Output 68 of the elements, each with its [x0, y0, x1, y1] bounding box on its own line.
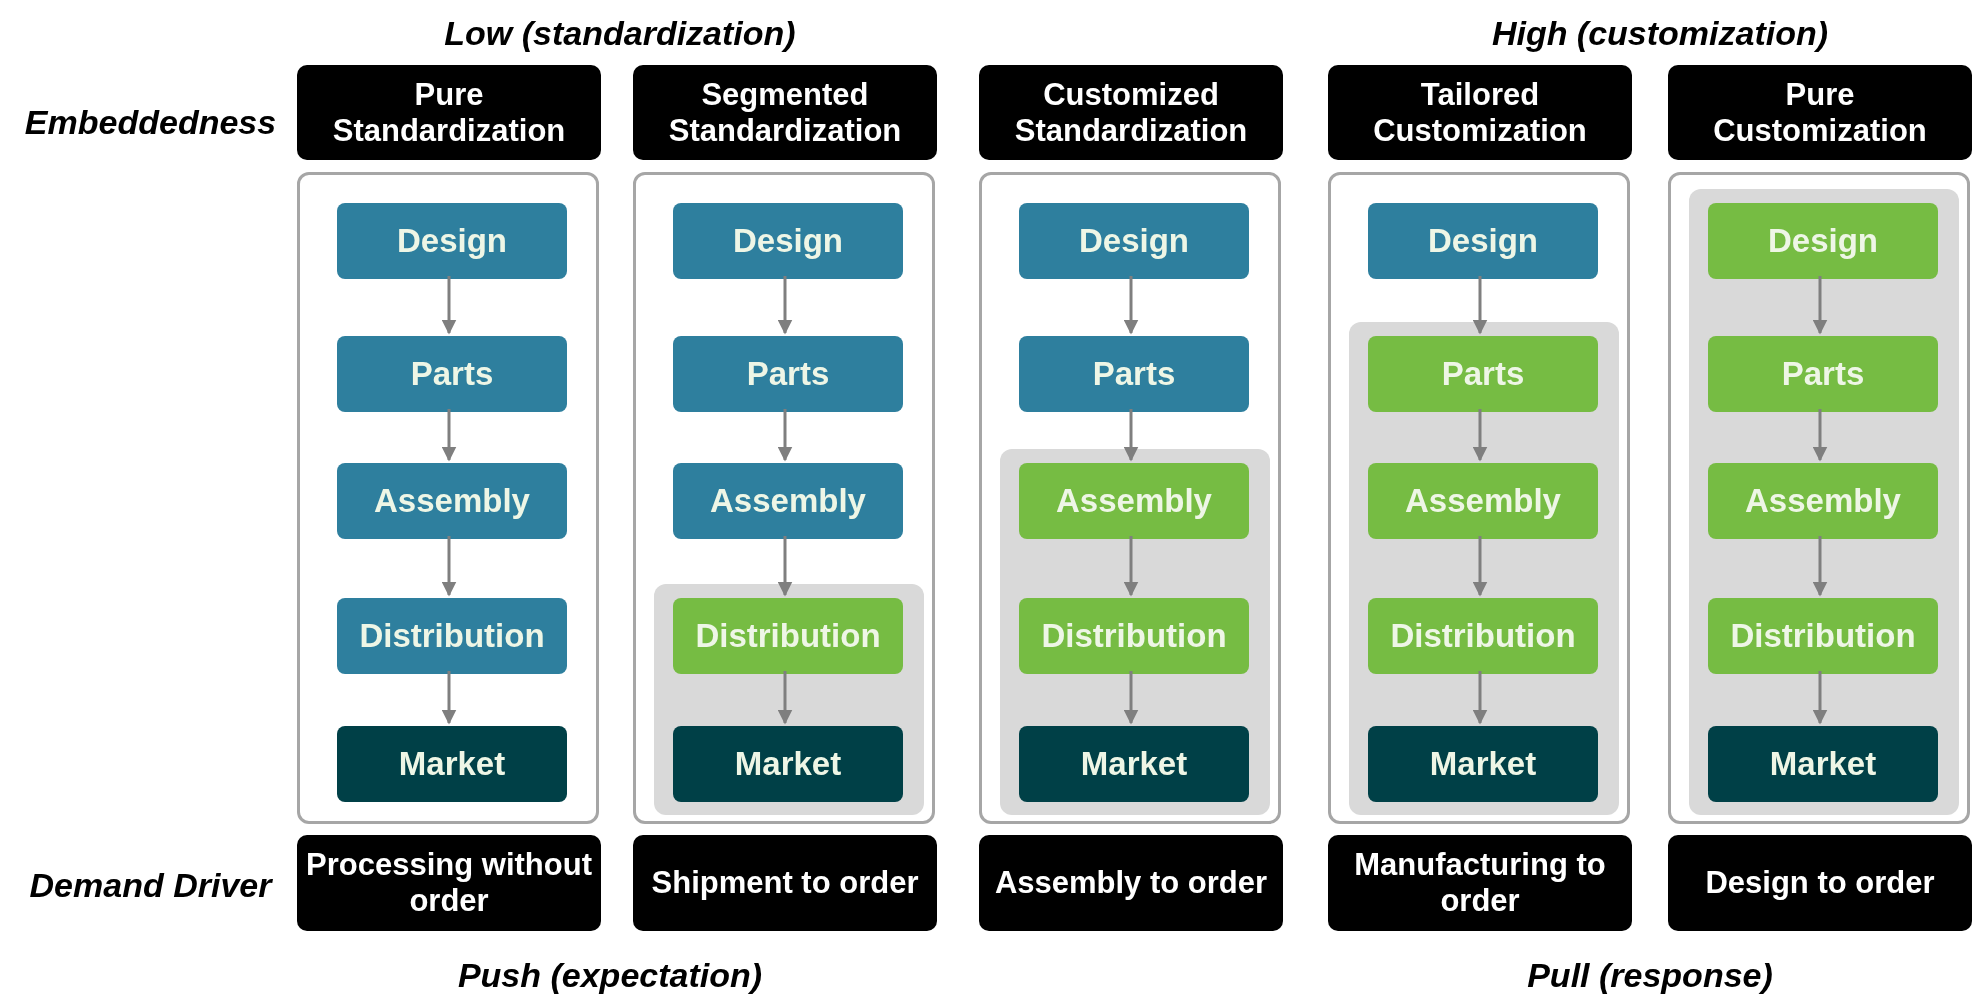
process-step-box: Parts — [1019, 336, 1249, 412]
process-step-box: Market — [1368, 726, 1598, 802]
process-step-box: Assembly — [1708, 463, 1938, 539]
flow-arrow — [441, 671, 457, 725]
process-step-box: Distribution — [673, 598, 903, 674]
process-step-box: Parts — [337, 336, 567, 412]
strategy-header: Segmented Standardization — [633, 65, 937, 160]
demand-driver-box: Shipment to order — [633, 835, 937, 931]
process-step-box: Parts — [673, 336, 903, 412]
axis-label: Demand Driver — [28, 865, 274, 906]
process-step-box: Distribution — [1019, 598, 1249, 674]
flow-arrow — [441, 536, 457, 597]
flow-arrow — [777, 536, 793, 597]
strategy-header: Pure Standardization — [297, 65, 601, 160]
process-step-box: Distribution — [1708, 598, 1938, 674]
flow-arrow — [1123, 276, 1139, 335]
flow-arrow — [1812, 671, 1828, 725]
demand-driver-box: Processing without order — [297, 835, 601, 931]
process-step-box: Distribution — [337, 598, 567, 674]
column-panel — [633, 172, 935, 824]
process-step-box: Market — [337, 726, 567, 802]
process-step-box: Design — [1708, 203, 1938, 279]
process-step-box: Parts — [1708, 336, 1938, 412]
axis-label: Low (standardization) — [443, 13, 797, 54]
flow-arrow — [777, 276, 793, 335]
customized-stage-group — [1000, 449, 1270, 815]
process-step-box: Market — [673, 726, 903, 802]
process-step-box: Assembly — [1019, 463, 1249, 539]
flow-arrow — [1812, 409, 1828, 462]
demand-driver-box: Design to order — [1668, 835, 1972, 931]
process-step-box: Assembly — [1368, 463, 1598, 539]
process-step-box: Assembly — [673, 463, 903, 539]
flow-arrow — [1472, 276, 1488, 335]
flow-arrow — [777, 671, 793, 725]
flow-arrow — [1123, 409, 1139, 462]
axis-label: Push (expectation) — [456, 955, 764, 996]
flow-arrow — [441, 276, 457, 335]
demand-driver-box: Manufacturing to order — [1328, 835, 1632, 931]
customized-stage-group — [1349, 322, 1619, 815]
process-step-box: Distribution — [1368, 598, 1598, 674]
flow-arrow — [1472, 536, 1488, 597]
flow-arrow — [777, 409, 793, 462]
process-step-box: Market — [1708, 726, 1938, 802]
demand-driver-box: Assembly to order — [979, 835, 1283, 931]
process-step-box: Market — [1019, 726, 1249, 802]
flow-arrow — [1123, 671, 1139, 725]
process-step-box: Design — [673, 203, 903, 279]
strategy-header: Tailored Customization — [1328, 65, 1632, 160]
flow-arrow — [1812, 276, 1828, 335]
process-step-box: Assembly — [337, 463, 567, 539]
flow-arrow — [1472, 409, 1488, 462]
process-step-box: Parts — [1368, 336, 1598, 412]
flow-arrow — [441, 409, 457, 462]
strategy-header: Customized Standardization — [979, 65, 1283, 160]
axis-label: High (customization) — [1490, 13, 1830, 54]
column-panel — [979, 172, 1281, 824]
axis-label: Embeddedness — [23, 102, 278, 143]
flow-arrow — [1472, 671, 1488, 725]
column-panel — [297, 172, 599, 824]
flow-arrow — [1123, 536, 1139, 597]
process-step-box: Design — [1368, 203, 1598, 279]
customized-stage-group — [654, 584, 924, 815]
process-step-box: Design — [337, 203, 567, 279]
process-step-box: Design — [1019, 203, 1249, 279]
column-panel — [1328, 172, 1630, 824]
strategy-header: Pure Customization — [1668, 65, 1972, 160]
axis-label: Pull (response) — [1526, 955, 1774, 996]
flow-arrow — [1812, 536, 1828, 597]
